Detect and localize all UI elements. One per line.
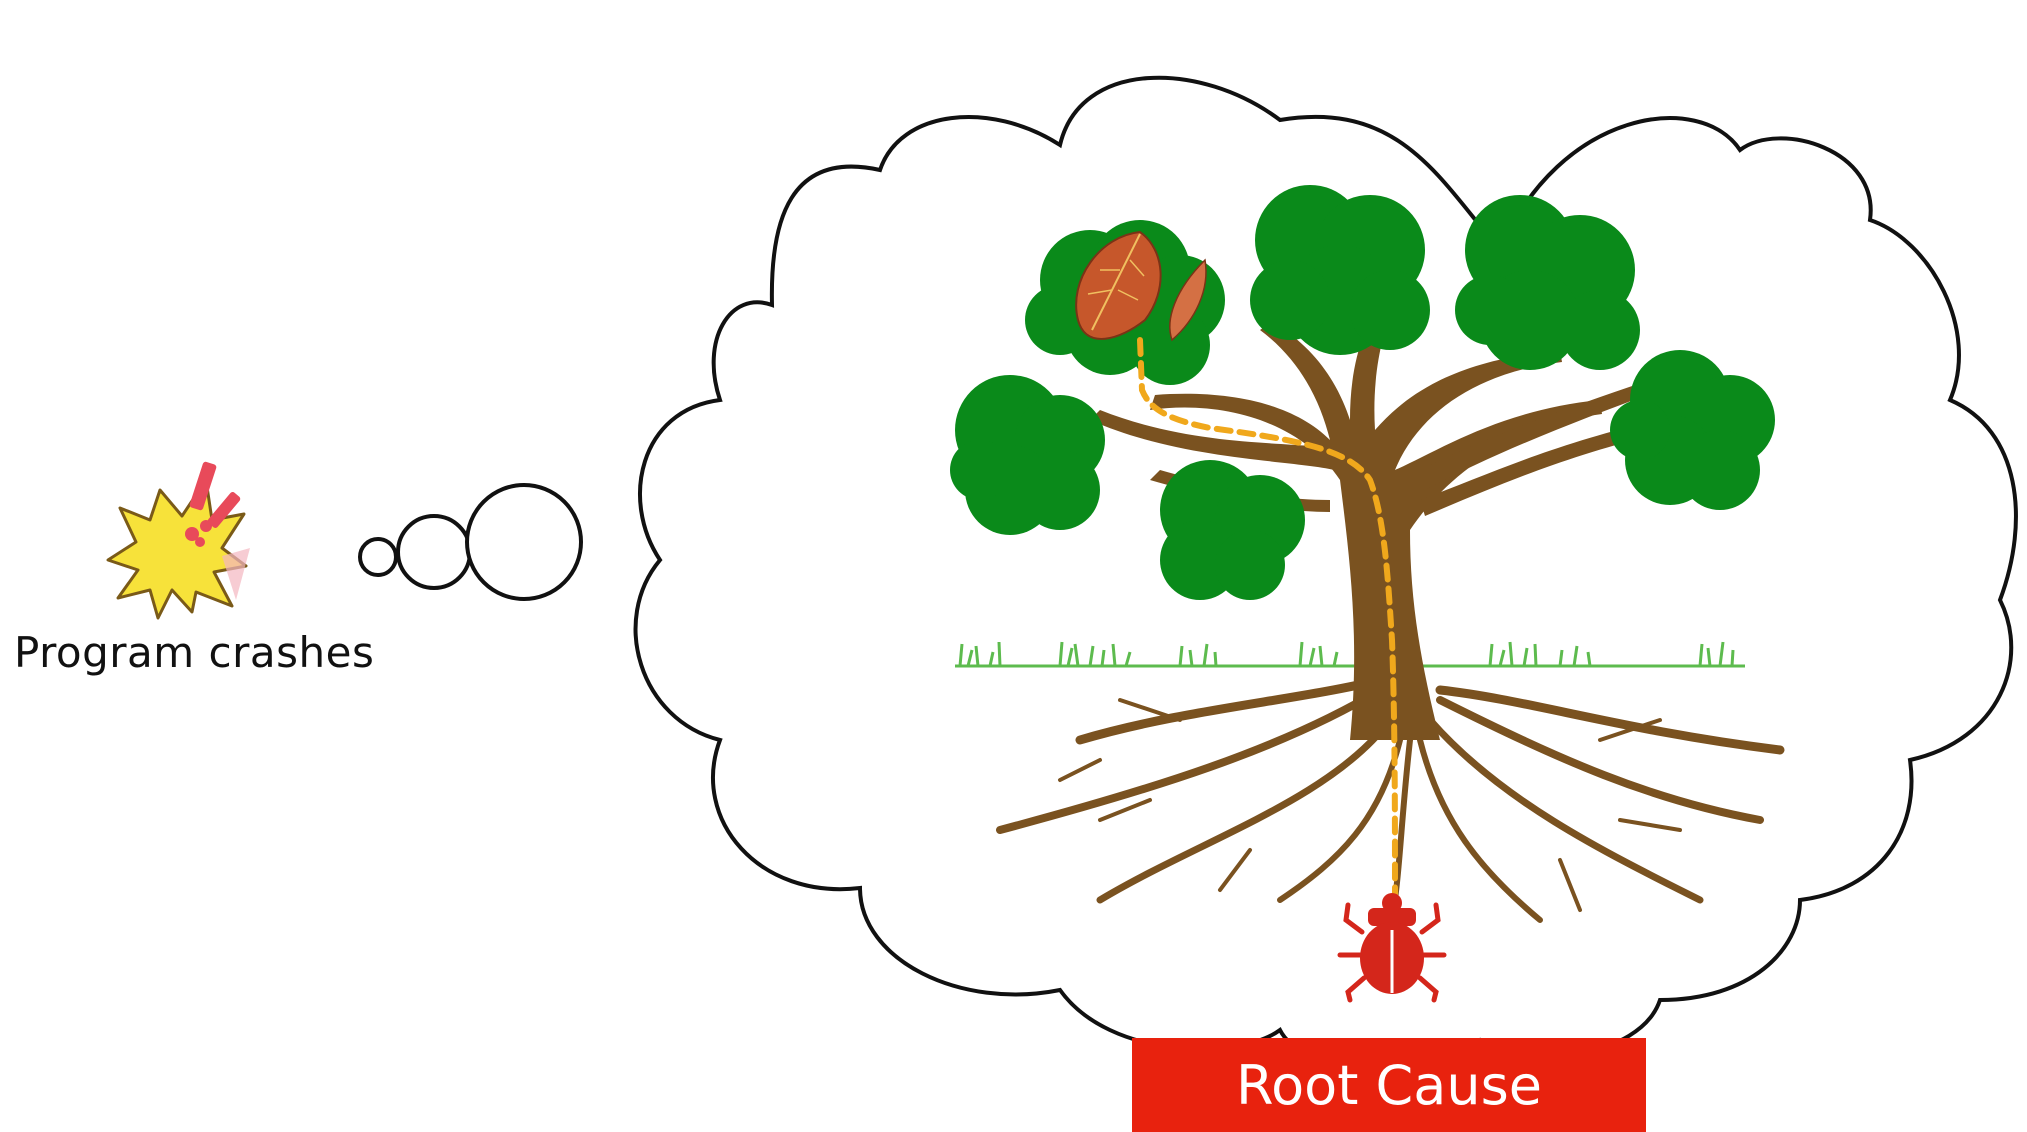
- thought-bubble-trail: [360, 485, 581, 599]
- explosion-icon: [108, 461, 250, 618]
- root-cause-label: Root Cause: [1132, 1038, 1646, 1132]
- foliage-clump: [1250, 185, 1430, 355]
- crash-label: Program crashes: [14, 628, 374, 677]
